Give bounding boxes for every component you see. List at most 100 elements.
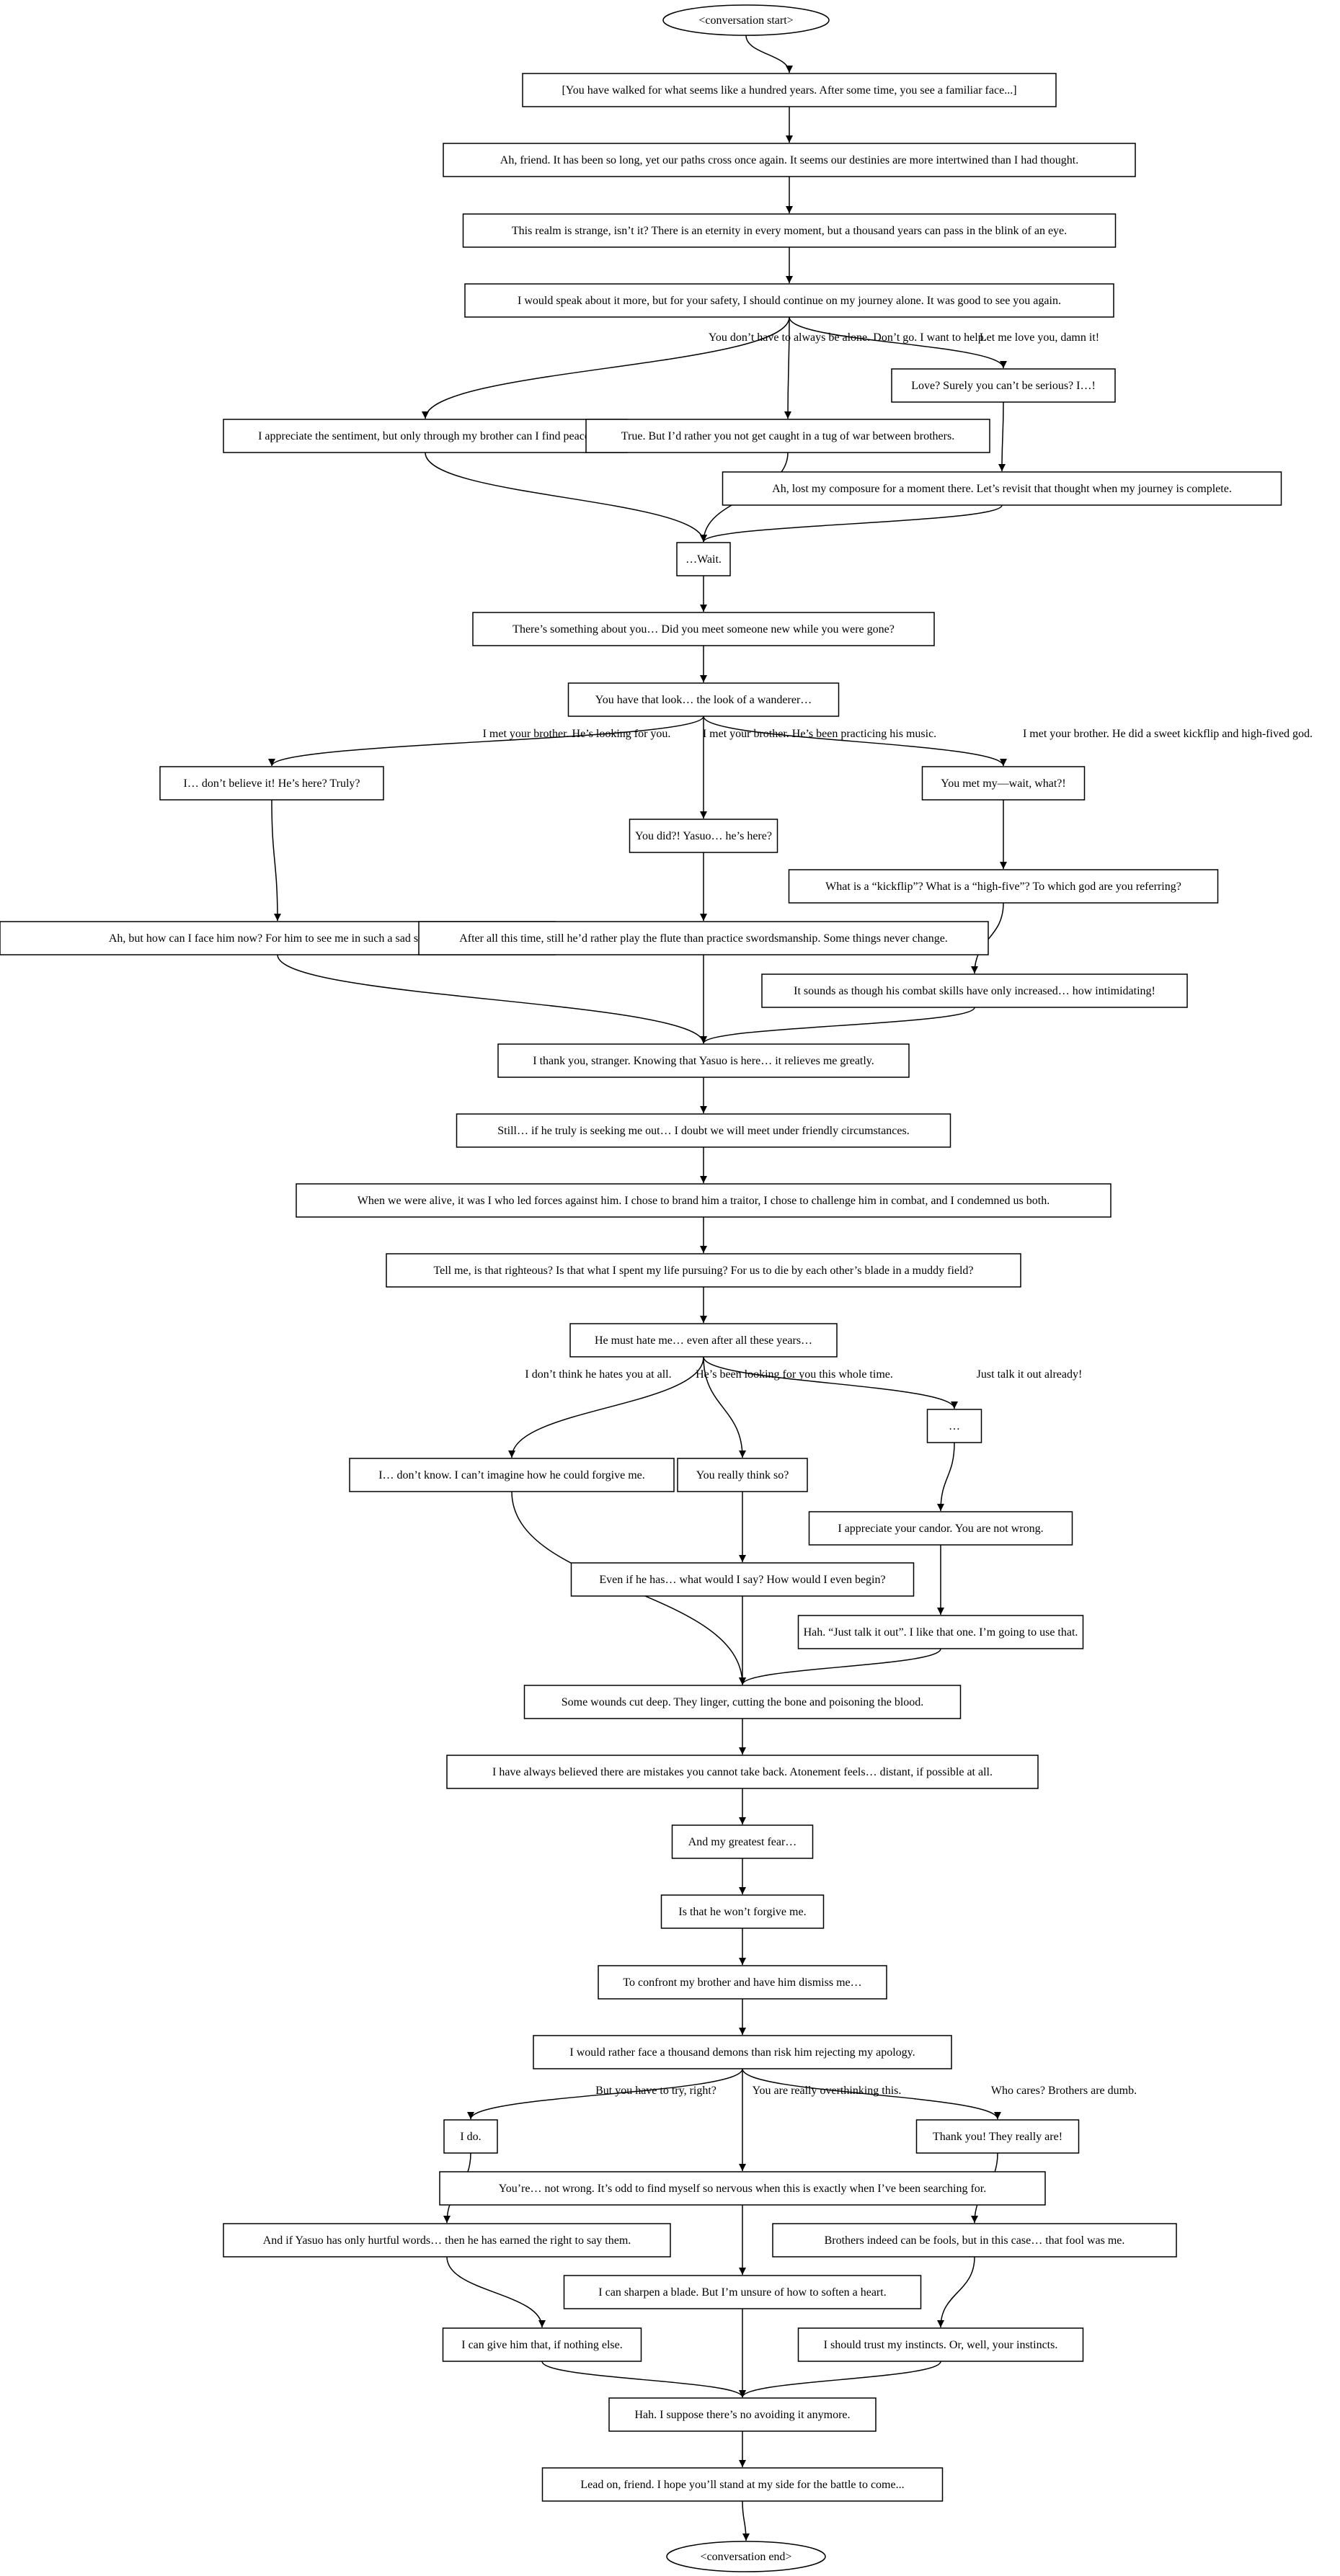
node-shape — [442, 2327, 642, 2362]
node-label: After all this time, still he’d rather p… — [459, 932, 948, 945]
edge-label: I met your brother. He’s looking for you… — [483, 728, 671, 740]
edge-n15c-n15c2 — [937, 1442, 955, 1512]
node-shape — [676, 542, 731, 576]
node-shape — [660, 1894, 825, 1929]
node-shape — [788, 869, 1219, 904]
node-label: When we were alive, it was I who led for… — [358, 1195, 1050, 1207]
node-label: Love? Surely you can’t be serious? I…! — [911, 380, 1096, 392]
node-shape — [671, 1824, 814, 1859]
node-label: [You have walked for what seems like a h… — [562, 84, 1016, 97]
node-shape — [522, 73, 1057, 107]
dialogue-node: … — [926, 1409, 982, 1443]
node-shape — [223, 2223, 671, 2258]
edge-n9c2-n9c3 — [971, 902, 1004, 974]
node-label: Some wounds cut deep. They linger, cutti… — [562, 1696, 924, 1708]
edge-n25a-n26 — [541, 2361, 746, 2398]
dialogue-node: I do. — [443, 2119, 498, 2154]
node-shape — [569, 1323, 838, 1358]
dialogue-node: I can give him that, if nothing else. — [442, 2327, 642, 2362]
dialogue-node: And my greatest fear… — [671, 1824, 814, 1859]
node-label: You’re… not wrong. It’s odd to find myse… — [499, 2183, 986, 2195]
edge-n14-n15a — [508, 1356, 704, 1458]
node-label: You have that look… the look of a wander… — [595, 694, 812, 706]
edge-n5c-n5c2 — [998, 401, 1006, 472]
node-shape — [567, 682, 840, 717]
node-shape — [443, 2119, 498, 2154]
dialogue-node: There’s something about you… Did you mee… — [472, 612, 935, 646]
edges-layer — [268, 35, 1007, 2541]
node-label: And my greatest fear… — [688, 1836, 797, 1848]
edge-n27-end — [742, 2500, 750, 2541]
node-label: Even if he has… what would I say? How wo… — [599, 1574, 885, 1586]
node-shape — [462, 213, 1117, 248]
dialogue-node: I thank you, stranger. Knowing that Yasu… — [497, 1043, 910, 1078]
terminal-node: <conversation start> — [662, 4, 830, 36]
dialogue-node: [You have walked for what seems like a h… — [522, 73, 1057, 107]
dialogue-node: What is a “kickflip”? What is a “high-fi… — [788, 869, 1219, 904]
dialogue-node: Hah. I suppose there’s no avoiding it an… — [608, 2397, 877, 2432]
dialogue-node: Still… if he truly is seeking me out… I … — [456, 1113, 951, 1148]
nodes-layer: <conversation start> <conversation end> [Y… — [0, 4, 1282, 2572]
node-label: I… don’t believe it! He’s here? Truly? — [184, 777, 360, 790]
edge-n4-n5b — [784, 316, 792, 419]
dialogue-node: It sounds as though his combat skills ha… — [761, 973, 1188, 1008]
dialogue-node: To confront my brother and have him dism… — [598, 1965, 887, 2000]
node-shape — [497, 1043, 910, 1078]
dialogue-node: I can sharpen a blade. But I’m unsure of… — [563, 2275, 922, 2309]
edge-label: He’s been looking for you this whole tim… — [696, 1368, 893, 1381]
dialogue-node: And if Yasuo has only hurtful words… the… — [223, 2223, 671, 2258]
dialogue-node: You have that look… the look of a wander… — [567, 682, 840, 717]
node-label: Ah, friend. It has been so long, yet our… — [500, 154, 1078, 166]
node-label: You met my—wait, what?! — [941, 777, 1065, 790]
node-shape — [159, 766, 384, 801]
edge-n25c-n26 — [739, 2361, 941, 2398]
node-shape — [598, 1965, 887, 2000]
node-shape — [439, 2171, 1046, 2206]
node-shape — [446, 1755, 1039, 1789]
dialogue-node: You’re… not wrong. It’s odd to find myse… — [439, 2171, 1046, 2206]
node-label: Still… if he truly is seeking me out… I … — [497, 1125, 909, 1137]
edge-n4-n5c — [789, 316, 1007, 369]
node-label: I have always believed there are mistake… — [492, 1766, 993, 1778]
edge-n4-n5a — [422, 316, 790, 419]
node-shape — [349, 1458, 675, 1492]
dialogue-node: Hah. “Just talk it out”. I like that one… — [797, 1615, 1084, 1649]
edge-n14-n15b — [703, 1356, 746, 1458]
dialogue-node: Ah, friend. It has been so long, yet our… — [443, 143, 1136, 177]
node-label: And if Yasuo has only hurtful words… the… — [263, 2234, 631, 2247]
edge-n21-n22a — [467, 2068, 743, 2120]
edge-label: Just talk it out already! — [977, 1368, 1083, 1381]
dialogue-node: You met my—wait, what?! — [921, 766, 1086, 801]
node-label: I should trust my instincts. Or, well, y… — [824, 2339, 1058, 2351]
node-label: I appreciate your candor. You are not wr… — [838, 1523, 1043, 1535]
dialogue-node: …Wait. — [676, 542, 731, 576]
node-shape — [666, 2541, 826, 2572]
node-label: <conversation end> — [701, 2551, 792, 2563]
node-label: I would rather face a thousand demons th… — [569, 2046, 915, 2059]
edge-n14-n15c — [703, 1356, 958, 1409]
dialogue-node: This realm is strange, isn’t it? There i… — [462, 213, 1117, 248]
edge-label: Let me love you, damn it! — [980, 331, 1099, 344]
node-label: You really think so? — [696, 1469, 789, 1481]
dialogue-node: When we were alive, it was I who led for… — [296, 1183, 1112, 1218]
node-label: Hah. I suppose there’s no avoiding it an… — [634, 2409, 850, 2421]
edge-n5c2-n6 — [700, 504, 1003, 543]
node-label: To confront my brother and have him dism… — [623, 1976, 861, 1989]
node-shape — [722, 471, 1282, 506]
dialogue-node: I… don’t believe it! He’s here? Truly? — [159, 766, 384, 801]
dialogue-node: I… don’t know. I can’t imagine how he co… — [349, 1458, 675, 1492]
node-shape — [456, 1113, 951, 1148]
node-shape — [563, 2275, 922, 2309]
edge-n23a-n25a — [446, 2256, 546, 2328]
node-label: I would speak about it more, but for you… — [518, 295, 1061, 307]
dialogue-node: You really think so? — [677, 1458, 808, 1492]
edge-n9a2-n10 — [277, 954, 707, 1044]
dialogue-node: Love? Surely you can’t be serious? I…! — [891, 368, 1116, 403]
node-label: Hah. “Just talk it out”. I like that one… — [804, 1626, 1078, 1639]
edge-label: Who cares? Brothers are dumb. — [991, 2085, 1137, 2097]
node-shape — [443, 143, 1136, 177]
node-label: Ah, lost my composure for a moment there… — [772, 483, 1232, 495]
dialogue-node: After all this time, still he’d rather p… — [418, 921, 989, 955]
dialogue-node: Tell me, is that righteous? Is that what… — [386, 1253, 1021, 1288]
